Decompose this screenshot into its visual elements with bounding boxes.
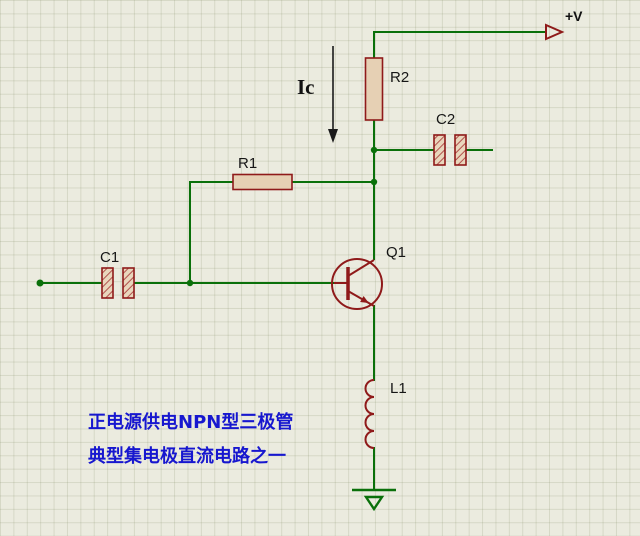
caption-line-2: 典型集电极直流电路之一 bbox=[88, 445, 286, 467]
transistor-emitter-arrow-icon bbox=[360, 296, 369, 303]
resistor-body bbox=[232, 173, 293, 191]
input-terminal-dot bbox=[36, 279, 44, 287]
inductor-coil bbox=[364, 379, 375, 449]
ground-arrow-icon bbox=[363, 495, 385, 512]
transistor-q1: Q1 bbox=[331, 244, 406, 310]
capacitor-plate bbox=[122, 267, 135, 299]
resistor-r1-label: R1 bbox=[238, 155, 257, 172]
inductor-l1: L1 bbox=[364, 379, 407, 449]
capacitor-plate bbox=[433, 134, 446, 166]
junction-dot bbox=[186, 279, 194, 287]
resistor-r1: R1 bbox=[232, 155, 293, 191]
supply-arrow-icon bbox=[545, 23, 565, 41]
capacitor-c1: C1 bbox=[100, 249, 135, 299]
capacitor-plate bbox=[454, 134, 467, 166]
transistor-q1-label: Q1 bbox=[386, 244, 406, 261]
ground-symbol bbox=[352, 488, 396, 512]
resistor-body bbox=[364, 57, 384, 121]
current-label: Ic bbox=[297, 75, 315, 99]
resistor-r2: R2 bbox=[364, 57, 409, 121]
caption-line-1: 正电源供电NPN型三极管 bbox=[88, 411, 293, 433]
inductor-l1-label: L1 bbox=[390, 380, 407, 397]
transistor-envelope bbox=[331, 258, 383, 310]
transistor-collector-lead bbox=[347, 259, 375, 277]
junction-dot bbox=[370, 178, 378, 186]
wires bbox=[36, 31, 547, 491]
supply-label: +V bbox=[565, 8, 583, 24]
capacitor-plate bbox=[101, 267, 114, 299]
junction-dot bbox=[370, 146, 378, 154]
capacitor-c2: C2 bbox=[433, 111, 467, 166]
transistor-emitter-lead bbox=[347, 290, 375, 307]
current-arrow-head-icon bbox=[328, 129, 338, 143]
current-annotation: Ic bbox=[297, 46, 338, 143]
supply-terminal: +V bbox=[545, 8, 583, 41]
capacitor-c1-label: C1 bbox=[100, 249, 119, 266]
capacitor-c2-label: C2 bbox=[436, 111, 455, 128]
resistor-r2-label: R2 bbox=[390, 69, 409, 86]
caption: 正电源供电NPN型三极管 典型集电极直流电路之一 bbox=[88, 411, 293, 467]
